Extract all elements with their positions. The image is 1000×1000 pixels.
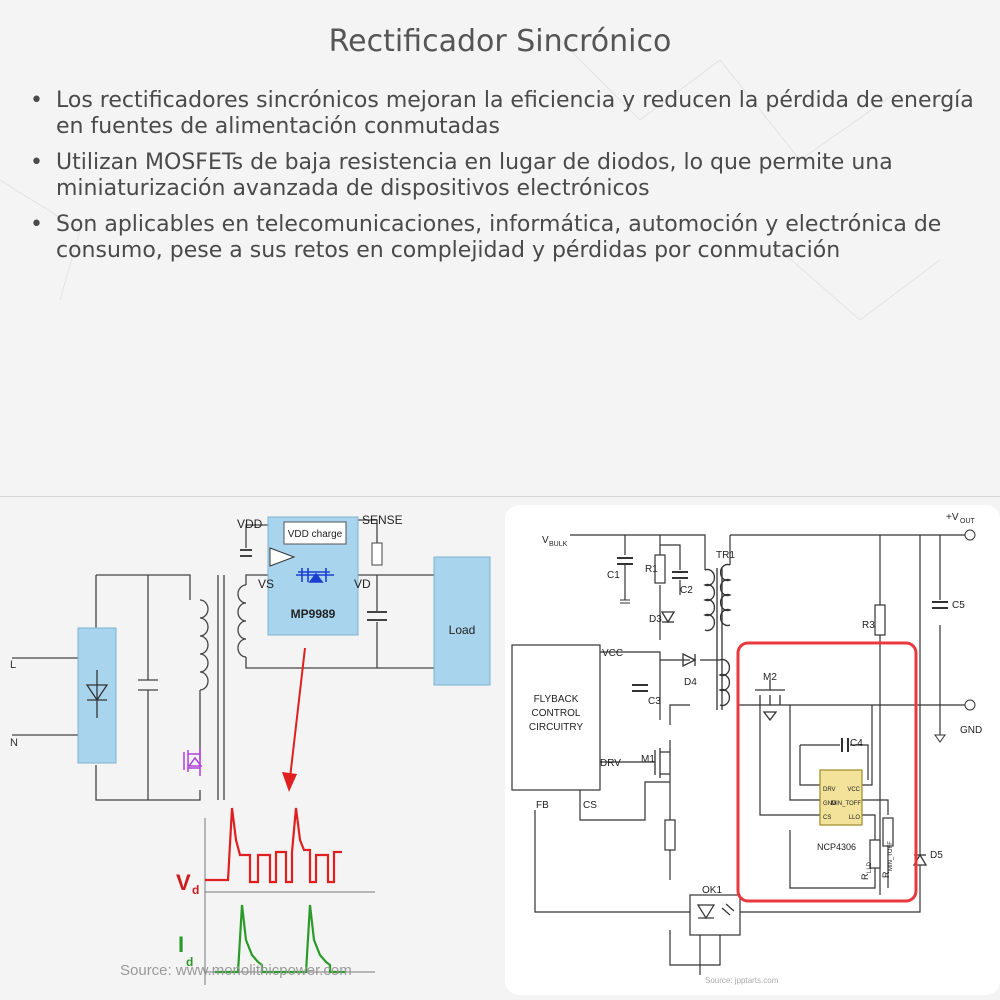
- line-input-label: L: [10, 659, 16, 671]
- highlight-box: [736, 641, 918, 903]
- right-source-credit: Source: jpptarts.com: [705, 976, 779, 985]
- arrow-head: [282, 772, 297, 792]
- vdd-charge-box: [283, 521, 347, 545]
- mosfet-m1-icon: [654, 748, 670, 778]
- source-credit: Source: www.monolithicpower.com: [120, 962, 352, 979]
- right-circuit-svg: V BULK +V OUT C1 R1 C2 D3 TR1 R3 C5 GND …: [511, 512, 982, 985]
- bullet-text: Los rectificadores sincrónicos mejoran l…: [56, 88, 974, 139]
- rmin-sub: MIN_TOFF: [888, 841, 894, 871]
- m2-label: M2: [763, 672, 777, 683]
- primary-mosfet-icon: [183, 748, 203, 776]
- optocoupler-icon: [696, 903, 735, 920]
- cs-label: CS: [583, 800, 597, 811]
- m1-label: M1: [641, 754, 655, 765]
- vout-sub: OUT: [960, 518, 976, 525]
- id-axis-label: I: [178, 932, 184, 957]
- ic-llo-pin: LLO: [849, 815, 861, 821]
- rlld-sub: LLD: [867, 861, 873, 873]
- comparator-icon: [269, 547, 296, 567]
- ic-gnd-pin: GND: [823, 801, 837, 807]
- vdd-label: VDD: [237, 517, 263, 531]
- rlld-group: R LLD: [860, 861, 873, 880]
- bullet-item: • Son aplicables en telecomunicaciones, …: [28, 212, 978, 264]
- ic-min-toff-pin: MIN_TOFF: [831, 801, 861, 807]
- drv-label: DRV: [600, 758, 621, 769]
- ground-icon: [620, 599, 630, 604]
- id-waveform: [215, 904, 345, 974]
- d4-label: D4: [684, 677, 697, 688]
- rmin-group: R MIN_TOFF: [881, 841, 894, 878]
- rlld-label: R: [860, 873, 870, 880]
- ok1-label: OK1: [702, 885, 722, 896]
- c3-label: C3: [648, 696, 661, 707]
- d3-label: D3: [649, 614, 662, 625]
- vout-terminal: [964, 529, 976, 541]
- waveform-plot: V d I d: [176, 807, 375, 985]
- vd-waveform: [205, 807, 342, 884]
- flyback-line3: CIRCUITRY: [529, 722, 584, 733]
- rmin-label: R: [881, 871, 891, 878]
- vcc-label: VCC: [602, 648, 623, 659]
- divider: [0, 496, 1000, 497]
- ic-drv-pin: DRV: [823, 787, 836, 793]
- vs-label: VS: [258, 577, 274, 591]
- d5-label: D5: [930, 850, 943, 861]
- tr1-label: TR1: [716, 550, 735, 561]
- right-labels: V BULK +V OUT C1 R1 C2 D3 TR1 R3 C5 GND …: [529, 512, 982, 896]
- bullet-dot: •: [30, 150, 43, 175]
- r3-label: R3: [862, 620, 875, 631]
- ground-icon: [934, 734, 946, 743]
- c4-label: C4: [850, 738, 863, 749]
- vbulk-label: V: [542, 535, 549, 546]
- id-axis-sub: d: [186, 955, 193, 969]
- sync-mosfet-icon: [296, 568, 334, 583]
- sense-resistor: [371, 542, 383, 566]
- c2-label: C2: [680, 585, 693, 596]
- ic-cs-pin: CS: [823, 815, 831, 821]
- bullet-text: Utilizan MOSFETs de baja resistencia en …: [56, 150, 893, 201]
- gnd-terminal: [964, 699, 976, 711]
- vdd-charge-label: VDD charge: [288, 529, 343, 540]
- left-circuit-wires: [12, 519, 434, 801]
- ncp4306-circuit-diagram: V BULK +V OUT C1 R1 C2 D3 TR1 R3 C5 GND …: [505, 505, 1000, 995]
- chip-name-label: MP9989: [291, 607, 336, 621]
- vdd-capacitor: [240, 549, 252, 557]
- vd-axis-label: V: [176, 870, 191, 895]
- vd-label: VD: [354, 577, 371, 591]
- bullet-item: • Los rectificadores sincrónicos mejoran…: [28, 88, 978, 140]
- vd-axis-sub: d: [192, 883, 199, 897]
- ic-name-label: NCP4306: [817, 842, 856, 852]
- right-components: [511, 554, 894, 936]
- ic-vcc-pin: VCC: [847, 787, 860, 793]
- c1-label: C1: [607, 570, 620, 581]
- pointer-arrow: [289, 647, 306, 779]
- synchronous-rectifier-diagram: VDD charge VDD SENSE VS VD MP9989 Load L…: [0, 505, 500, 995]
- page-title: Rectificador Sincrónico: [328, 24, 672, 59]
- left-circuit-svg: VDD charge VDD SENSE VS VD MP9989 Load L…: [10, 513, 491, 985]
- right-capacitors: [617, 557, 948, 752]
- load-label: Load: [449, 623, 476, 637]
- neutral-input-label: N: [10, 737, 18, 749]
- bullet-dot: •: [30, 88, 43, 113]
- r1-label: R1: [645, 564, 658, 575]
- mosfet-m2-icon: [755, 680, 785, 722]
- output-capacitor: [367, 611, 387, 621]
- flyback-line2: CONTROL: [532, 708, 581, 719]
- sense-label: SENSE: [362, 513, 403, 527]
- fb-label: FB: [536, 800, 549, 811]
- load-block: [433, 556, 491, 686]
- bullet-item: • Utilizan MOSFETs de baja resistencia e…: [28, 150, 978, 202]
- gnd-label: GND: [960, 725, 982, 736]
- vout-label: +V: [946, 512, 959, 523]
- vbulk-sub: BULK: [549, 541, 568, 548]
- bullet-dot: •: [30, 212, 43, 237]
- c5-label: C5: [952, 600, 965, 611]
- bullet-text: Son aplicables en telecomunicaciones, in…: [56, 212, 942, 263]
- bullet-list: • Los rectificadores sincrónicos mejoran…: [28, 88, 978, 274]
- transformer-coils: [703, 563, 732, 710]
- flyback-line1: FLYBACK: [534, 694, 579, 705]
